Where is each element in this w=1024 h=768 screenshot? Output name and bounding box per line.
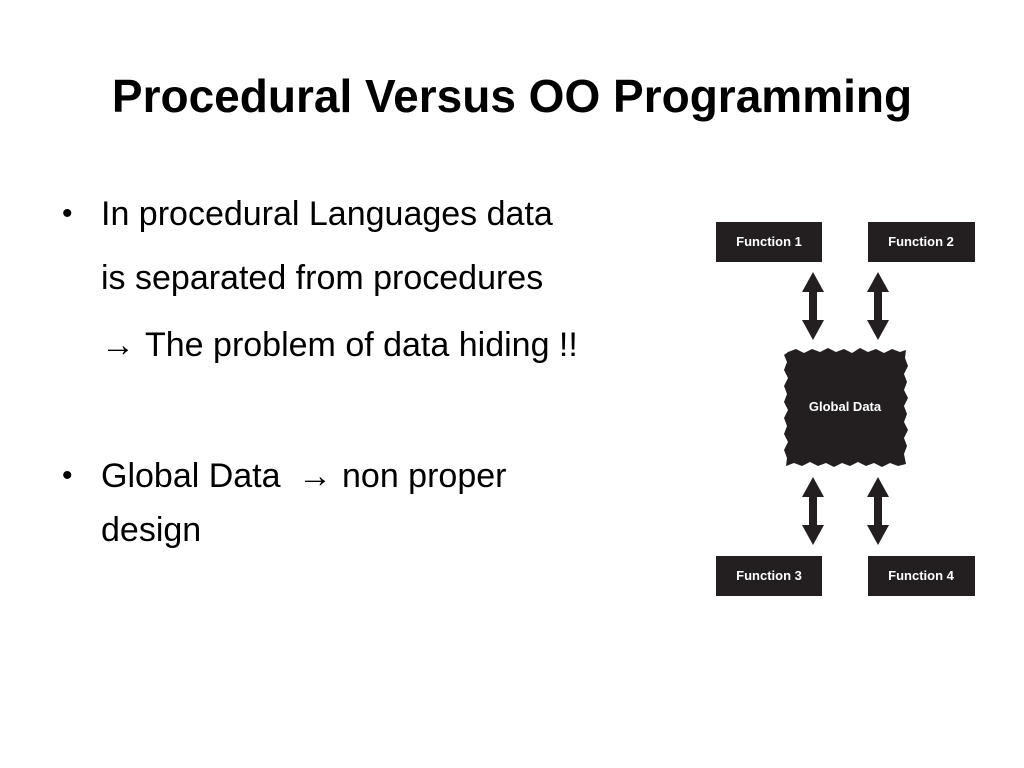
function-1-label: Function 1 bbox=[736, 234, 802, 249]
bullet-1-line-1: In procedural Languages data bbox=[101, 195, 553, 233]
double-headed-arrow-icon bbox=[867, 272, 889, 340]
function-box-4: Function 4 bbox=[868, 556, 975, 596]
function-4-label: Function 4 bbox=[888, 568, 954, 583]
global-data-diagram: Function 1 Function 2 Global Data bbox=[700, 200, 1000, 620]
double-headed-arrow-icon bbox=[802, 272, 824, 340]
global-data-label: Global Data bbox=[809, 399, 882, 414]
bullet-2-line-1: Global Data → non proper bbox=[101, 456, 506, 496]
bullet-2-after-arrow: non proper bbox=[342, 457, 507, 495]
bullet-1-line-3: → The problem of data hiding !! bbox=[101, 325, 578, 365]
bullet-marker: • bbox=[62, 459, 73, 492]
bullet-marker: • bbox=[62, 197, 73, 230]
right-arrow-icon: → bbox=[101, 326, 135, 364]
bullet-2-line-2: design bbox=[101, 511, 202, 549]
function-2-label: Function 2 bbox=[888, 234, 954, 249]
function-box-1: Function 1 bbox=[716, 222, 822, 262]
double-headed-arrow-icon bbox=[802, 477, 824, 545]
right-arrow-icon: → bbox=[298, 457, 332, 495]
double-headed-arrow-icon bbox=[867, 477, 889, 545]
bullet-1-line-2: is separated from procedures bbox=[101, 259, 544, 297]
diagram-svg: Function 1 Function 2 Global Data bbox=[716, 222, 975, 596]
function-box-2: Function 2 bbox=[868, 222, 975, 262]
bullet-1-line-3-text: The problem of data hiding !! bbox=[145, 326, 578, 364]
function-box-3: Function 3 bbox=[716, 556, 822, 596]
slide-title: Procedural Versus OO Programming bbox=[111, 70, 913, 122]
global-data-box: Global Data bbox=[784, 348, 908, 467]
bullet-2-before-arrow: Global Data bbox=[101, 457, 281, 495]
function-3-label: Function 3 bbox=[736, 568, 802, 583]
